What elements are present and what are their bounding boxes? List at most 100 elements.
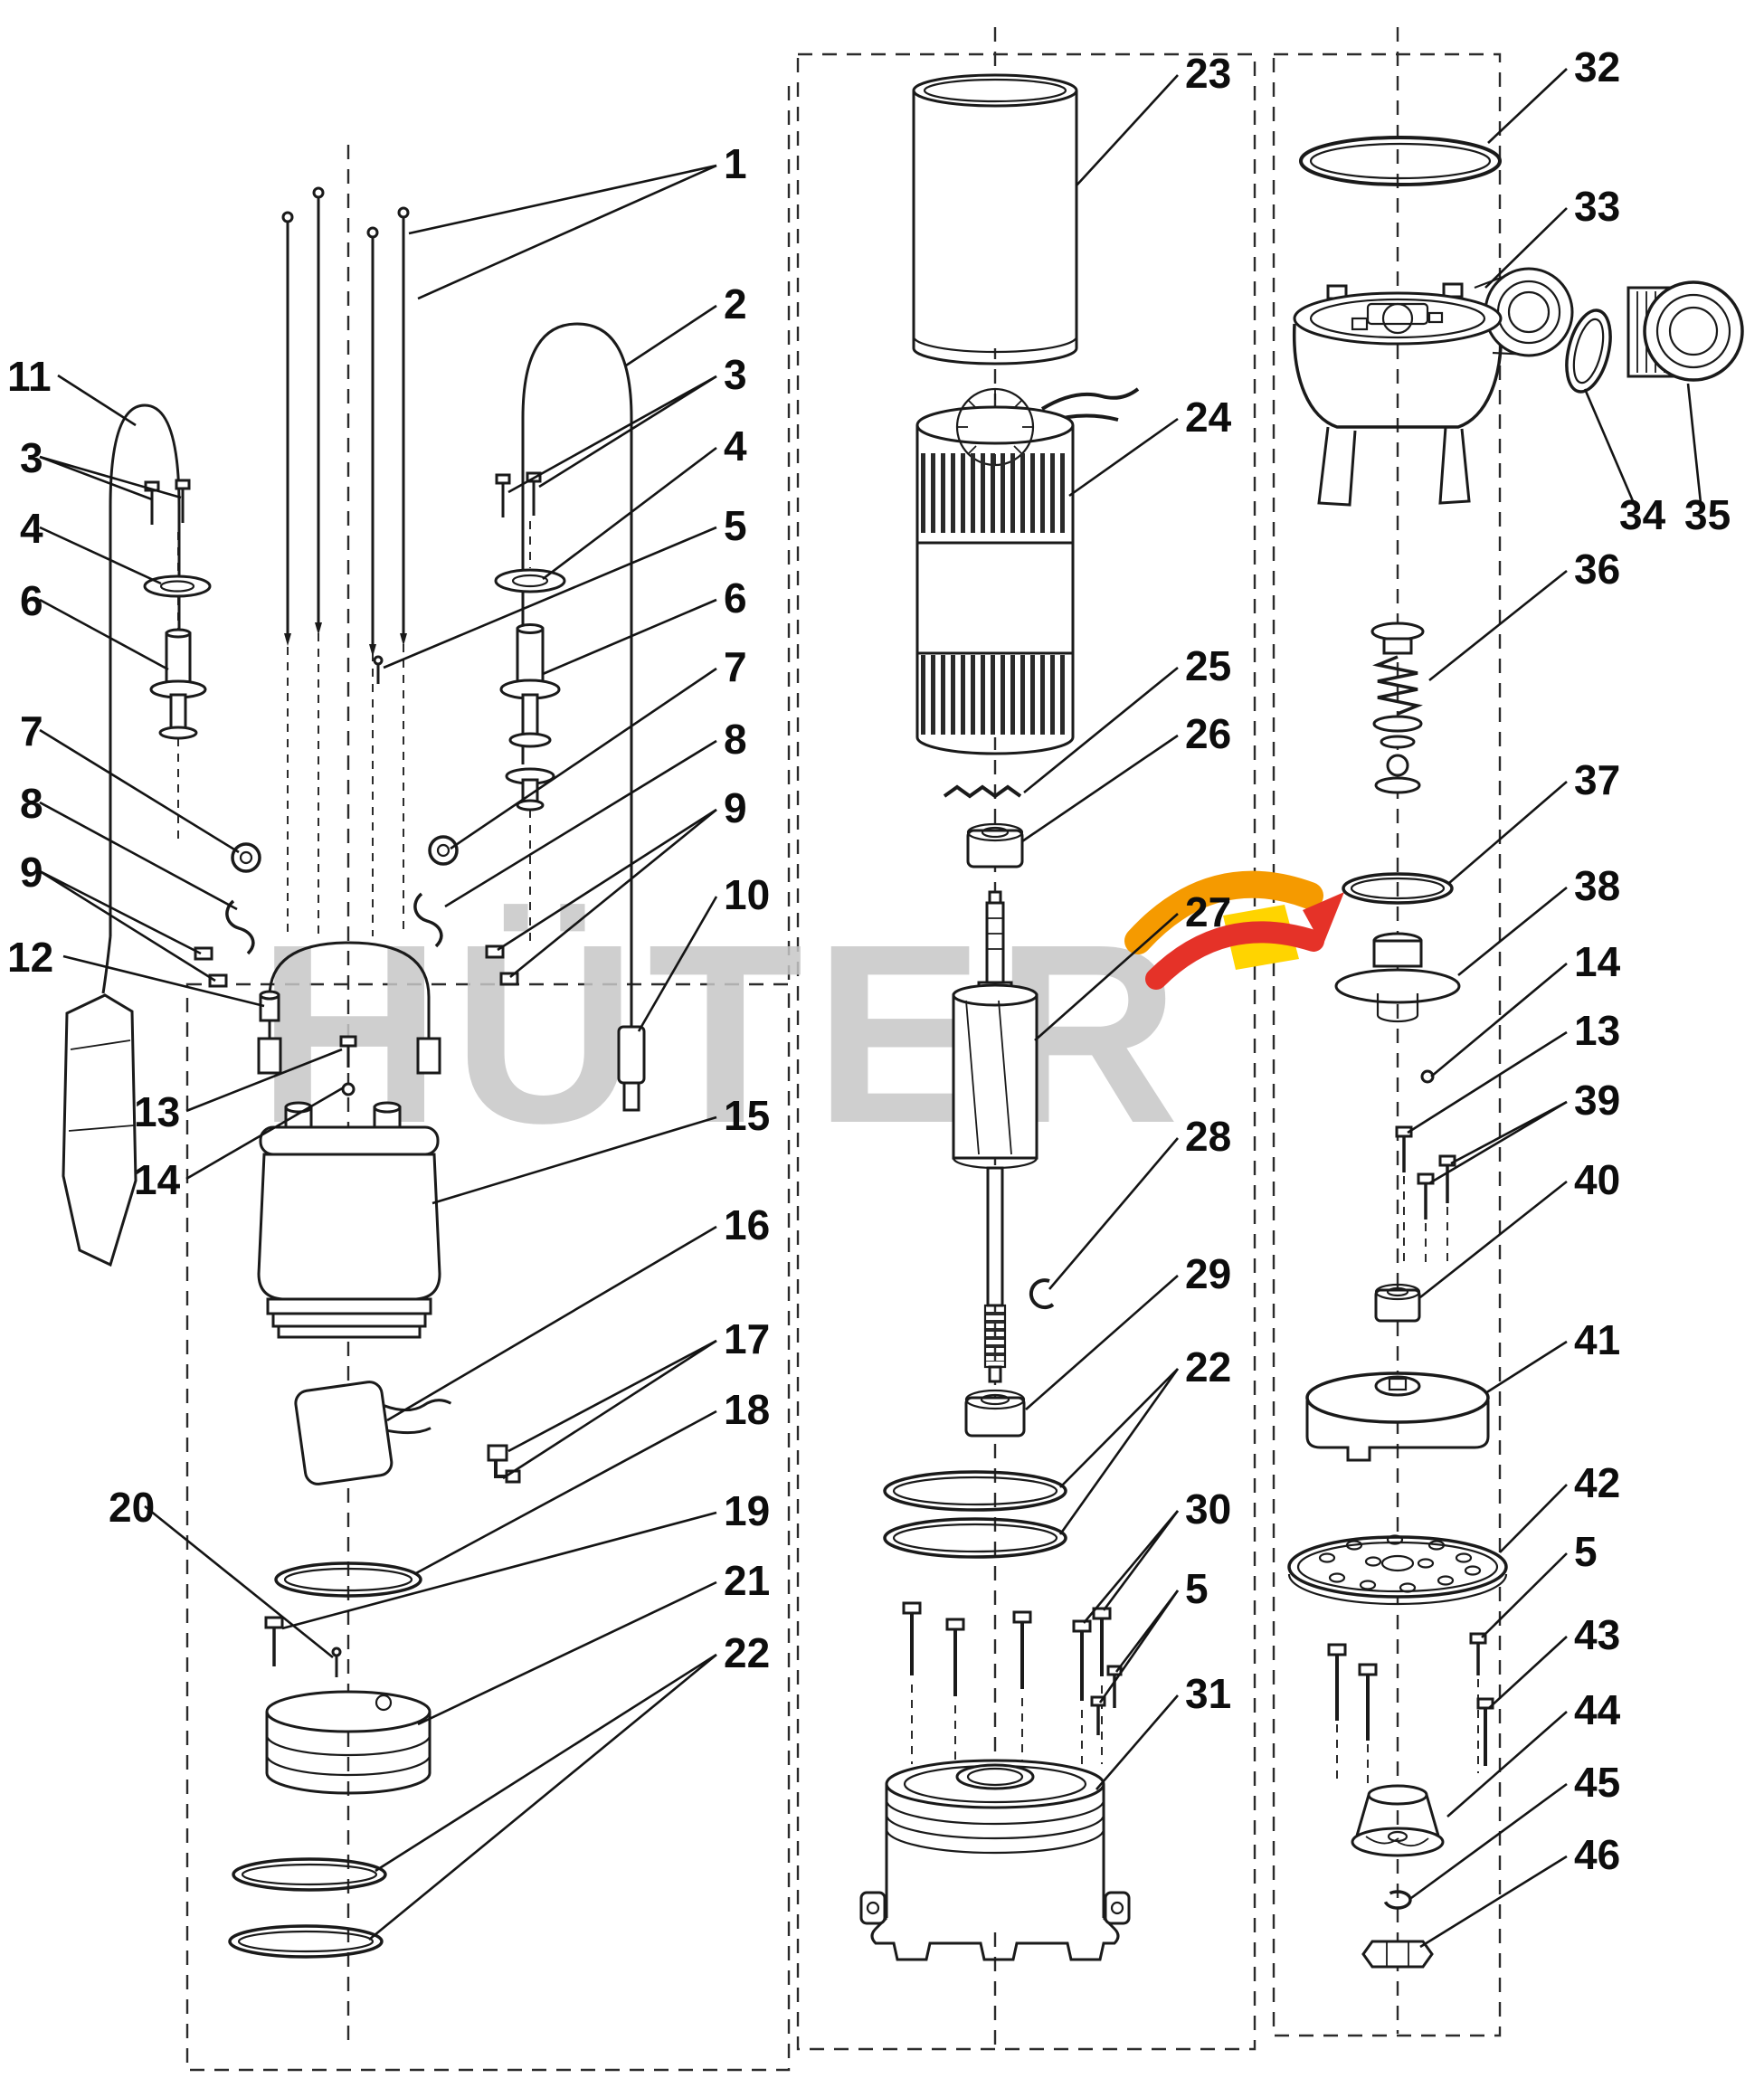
- callout-28: 28: [1185, 1113, 1231, 1160]
- power-cord-loop: [521, 322, 646, 1112]
- callout-13-right: 13: [1574, 1007, 1620, 1054]
- hose-coupling-35: [1626, 280, 1744, 382]
- callouts: 11 3 4 6 7 8 9 12 13 14 20 1 2 3 4 5 6 7…: [7, 43, 1731, 1878]
- screw-19: [264, 1616, 284, 1666]
- gland-6-left: [149, 628, 207, 740]
- watermark-swoosh-orange: [1124, 870, 1323, 954]
- wave-washer-25: [943, 784, 1022, 799]
- callout-37: 37: [1574, 756, 1620, 803]
- screws-3-left: [144, 479, 191, 525]
- nut-46: [1361, 1940, 1434, 1969]
- callout-35: 35: [1684, 491, 1731, 538]
- watermark-swoosh-red: [1145, 921, 1324, 990]
- callout-27: 27: [1185, 888, 1231, 935]
- valve-36: [1370, 622, 1425, 794]
- callout-18: 18: [724, 1386, 770, 1433]
- projection-lines: [177, 521, 1479, 1784]
- callout-33: 33: [1574, 183, 1620, 230]
- hooks-8: [225, 892, 443, 955]
- cable-fitting-12: [259, 990, 280, 1022]
- callout-2: 2: [724, 280, 747, 327]
- callout-3-left: 3: [20, 434, 43, 481]
- callout-14-right: 14: [1574, 938, 1621, 985]
- callout-5: 5: [724, 502, 747, 549]
- screws-3-right: [495, 471, 542, 517]
- watermark-shape-red: [1303, 892, 1344, 946]
- diffuser-plate-42: [1287, 1534, 1508, 1606]
- callout-13: 13: [134, 1088, 180, 1135]
- callout-9: 9: [724, 784, 747, 831]
- seal-assembly-38: [1334, 932, 1461, 1023]
- callout-29: 29: [1185, 1250, 1231, 1297]
- screw-13-right: [1395, 1125, 1413, 1172]
- callout-6: 6: [724, 574, 747, 622]
- carry-handle: [257, 941, 441, 1075]
- callout-24: 24: [1185, 394, 1232, 441]
- impeller-44: [1351, 1784, 1445, 1857]
- callout-32: 32: [1574, 43, 1620, 90]
- handle-ball-14: [341, 1082, 356, 1096]
- callout-43: 43: [1574, 1611, 1620, 1658]
- callout-14: 14: [134, 1156, 181, 1203]
- pump-body-31: [859, 1759, 1131, 1961]
- handle-screw-13: [339, 1035, 357, 1068]
- callout-19: 19: [724, 1487, 770, 1534]
- nuts-9: [194, 944, 519, 988]
- callout-25: 25: [1185, 642, 1231, 689]
- callout-26: 26: [1185, 710, 1231, 757]
- seal-washer-34: [1565, 308, 1612, 394]
- callout-44: 44: [1574, 1686, 1621, 1733]
- callout-22: 22: [724, 1629, 770, 1676]
- o-rings-22-left: [228, 1857, 387, 1959]
- motor-shell-23: [912, 73, 1078, 365]
- callout-15: 15: [724, 1092, 770, 1139]
- o-ring-18: [274, 1561, 422, 1598]
- callout-10: 10: [724, 871, 770, 918]
- leader-lines: [39, 68, 1702, 1949]
- gland-6-right: [499, 623, 561, 811]
- callout-8: 8: [724, 716, 747, 763]
- callout-7: 7: [724, 643, 747, 690]
- impeller-disc-21: [265, 1690, 432, 1795]
- callout-11: 11: [7, 353, 52, 400]
- left-assembly: [62, 186, 646, 1959]
- o-ring-32: [1299, 136, 1502, 186]
- dashed-boxes: [185, 27, 1502, 2072]
- washer-4-right: [494, 568, 566, 593]
- callout-12: 12: [7, 934, 53, 981]
- rotor-27: [952, 890, 1038, 1383]
- callout-1: 1: [724, 140, 747, 187]
- pin-20: [331, 1647, 342, 1677]
- screw-5-target: [373, 655, 384, 684]
- bushing-40: [1374, 1283, 1421, 1323]
- callout-40: 40: [1574, 1156, 1620, 1203]
- pump-head-33: [1292, 267, 1574, 507]
- callout-4-left: 4: [20, 505, 43, 552]
- callout-17: 17: [724, 1315, 770, 1362]
- stator-24: [915, 387, 1140, 755]
- screws-long-pair: [1327, 1643, 1378, 1741]
- o-rings-22-center: [883, 1470, 1067, 1559]
- callout-31: 31: [1185, 1670, 1231, 1717]
- o-ring-37: [1342, 872, 1454, 905]
- callout-23: 23: [1185, 50, 1231, 97]
- callout-6-left: 6: [20, 577, 43, 624]
- pump-lid-15: [257, 1101, 441, 1339]
- callout-42: 42: [1574, 1459, 1620, 1506]
- screws-5-center: [1090, 1665, 1123, 1735]
- callout-21: 21: [724, 1557, 770, 1604]
- callout-34: 34: [1619, 491, 1666, 538]
- callout-7-left: 7: [20, 707, 43, 755]
- callout-3: 3: [724, 351, 747, 398]
- screws-30: [902, 1601, 1112, 1701]
- float-switch: [62, 993, 138, 1267]
- capacitor-16: [294, 1381, 452, 1485]
- callout-4: 4: [724, 422, 747, 470]
- screw-5-right: [1469, 1632, 1487, 1675]
- bearing-29: [964, 1389, 1026, 1438]
- callout-20: 20: [109, 1484, 155, 1531]
- washer-4-left: [143, 574, 212, 598]
- callout-45: 45: [1574, 1759, 1620, 1806]
- callout-16: 16: [724, 1201, 770, 1248]
